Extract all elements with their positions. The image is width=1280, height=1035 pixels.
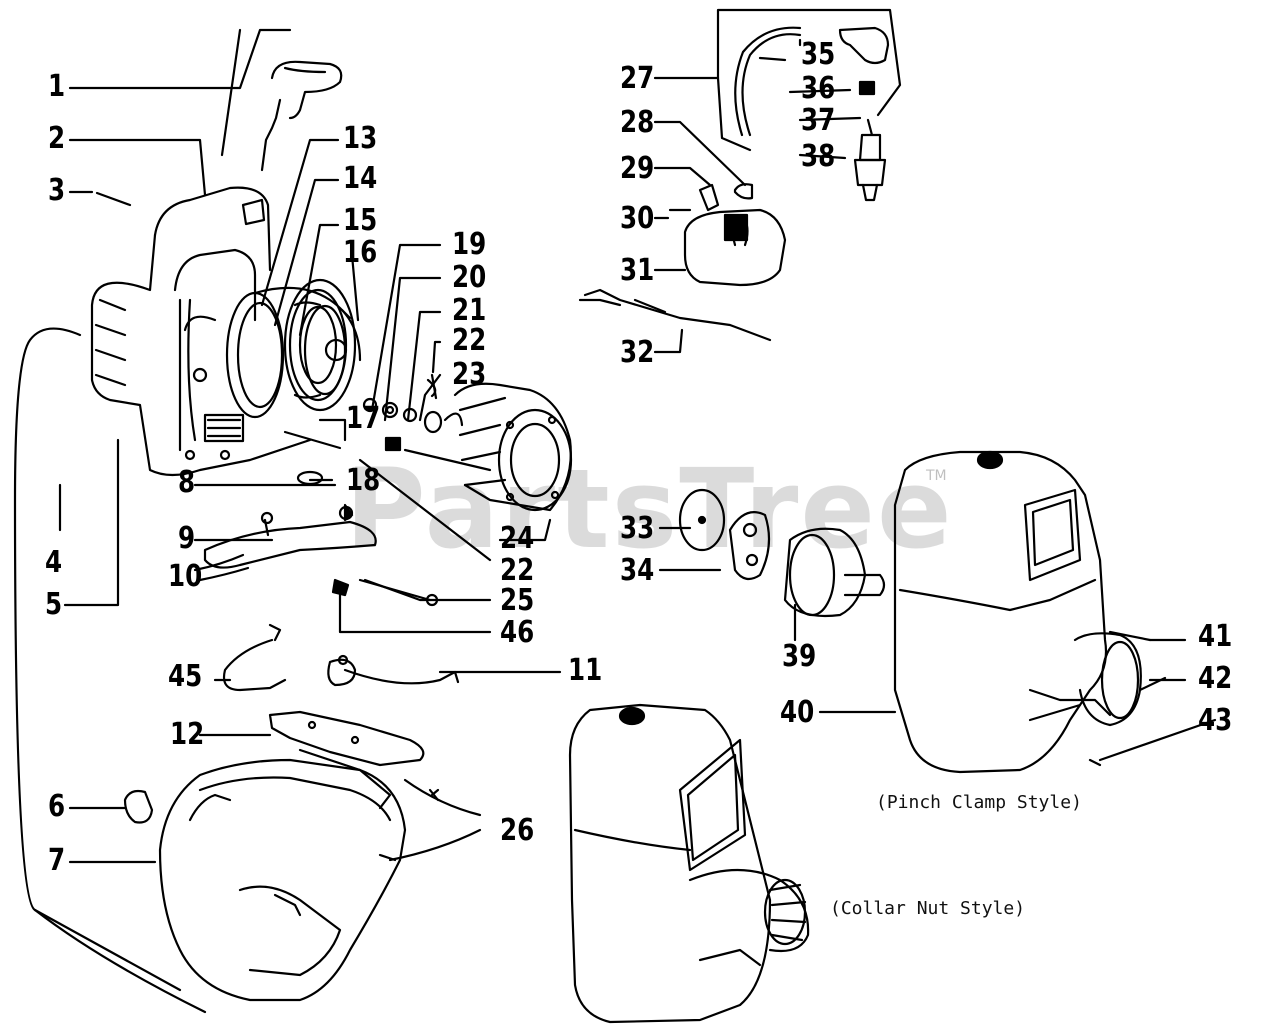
collar-nut-style-caption: (Collar Nut Style) (830, 898, 1026, 919)
mounting-bracket-drawing (268, 710, 425, 810)
callout-40[interactable]: 40 (780, 695, 815, 730)
starter-pulley-drawing (225, 278, 362, 419)
callout-39[interactable]: 39 (782, 639, 817, 674)
callout-26[interactable]: 26 (500, 813, 535, 848)
callout-20[interactable]: 20 (452, 260, 487, 295)
callout-18[interactable]: 18 (346, 463, 381, 498)
callout-29[interactable]: 29 (620, 151, 655, 186)
pinch-clamp-style-caption: (Pinch Clamp Style) (876, 792, 1082, 813)
callout-1[interactable]: 1 (48, 69, 66, 104)
callout-31[interactable]: 31 (620, 253, 655, 288)
callout-14[interactable]: 14 (343, 161, 378, 196)
leader-lines (13, 8, 1217, 1014)
gear-housing-pinch-clamp-drawing (893, 450, 1167, 774)
throttle-lever-drawing (203, 503, 439, 607)
callout-37[interactable]: 37 (801, 103, 836, 138)
callout-25[interactable]: 25 (500, 583, 535, 618)
callout-27[interactable]: 27 (620, 61, 655, 96)
partstree-watermark: PartsTree (345, 445, 954, 573)
callout-3[interactable]: 3 (48, 173, 66, 208)
callout-15[interactable]: 15 (343, 203, 378, 238)
small-parts-drawing (283, 373, 464, 486)
callout-38[interactable]: 38 (801, 139, 836, 174)
callout-35[interactable]: 35 (801, 37, 836, 72)
callout-16[interactable]: 16 (343, 235, 378, 270)
engine-housing-drawing (90, 186, 312, 477)
ignition-wires-drawing (222, 623, 460, 692)
starter-handle-drawing (260, 60, 343, 172)
callout-21[interactable]: 21 (452, 293, 487, 328)
callout-13[interactable]: 13 (343, 121, 378, 156)
callout-8[interactable]: 8 (178, 465, 196, 500)
callout-33[interactable]: 33 (620, 511, 655, 546)
callout-2[interactable]: 2 (48, 121, 66, 156)
callout-6[interactable]: 6 (48, 789, 66, 824)
callout-24[interactable]: 24 (500, 521, 535, 556)
callout-45[interactable]: 45 (168, 659, 203, 694)
fan-cover-drawing (123, 758, 440, 1002)
callout-43[interactable]: 43 (1198, 703, 1233, 738)
gear-housing-collar-nut-drawing (568, 703, 810, 1024)
spark-plug-drawing (734, 26, 890, 202)
callout-46[interactable]: 46 (500, 615, 535, 650)
flywheel-drawing (453, 382, 573, 512)
callout-7[interactable]: 7 (48, 843, 66, 878)
callout-11[interactable]: 11 (568, 653, 603, 688)
callout-34[interactable]: 34 (620, 553, 655, 588)
callout-30[interactable]: 30 (620, 201, 655, 236)
callout-42[interactable]: 42 (1198, 661, 1233, 696)
callout-17[interactable]: 17 (346, 401, 381, 436)
callout-4[interactable]: 4 (45, 545, 63, 580)
callout-10[interactable]: 10 (168, 559, 203, 594)
trademark-mark: TM (926, 468, 947, 484)
callout-23[interactable]: 23 (452, 357, 487, 392)
callout-41[interactable]: 41 (1198, 619, 1233, 654)
callout-22-lower[interactable]: 22 (500, 553, 535, 588)
carburetor-drawing (578, 183, 787, 342)
callout-32[interactable]: 32 (620, 335, 655, 370)
callout-22-upper[interactable]: 22 (452, 323, 487, 358)
clutch-drawing (678, 488, 886, 618)
callout-9[interactable]: 9 (178, 521, 196, 556)
callout-28[interactable]: 28 (620, 105, 655, 140)
callout-19[interactable]: 19 (452, 227, 487, 262)
callout-12[interactable]: 12 (170, 717, 205, 752)
callout-36[interactable]: 36 (801, 71, 836, 106)
callout-5[interactable]: 5 (45, 587, 63, 622)
